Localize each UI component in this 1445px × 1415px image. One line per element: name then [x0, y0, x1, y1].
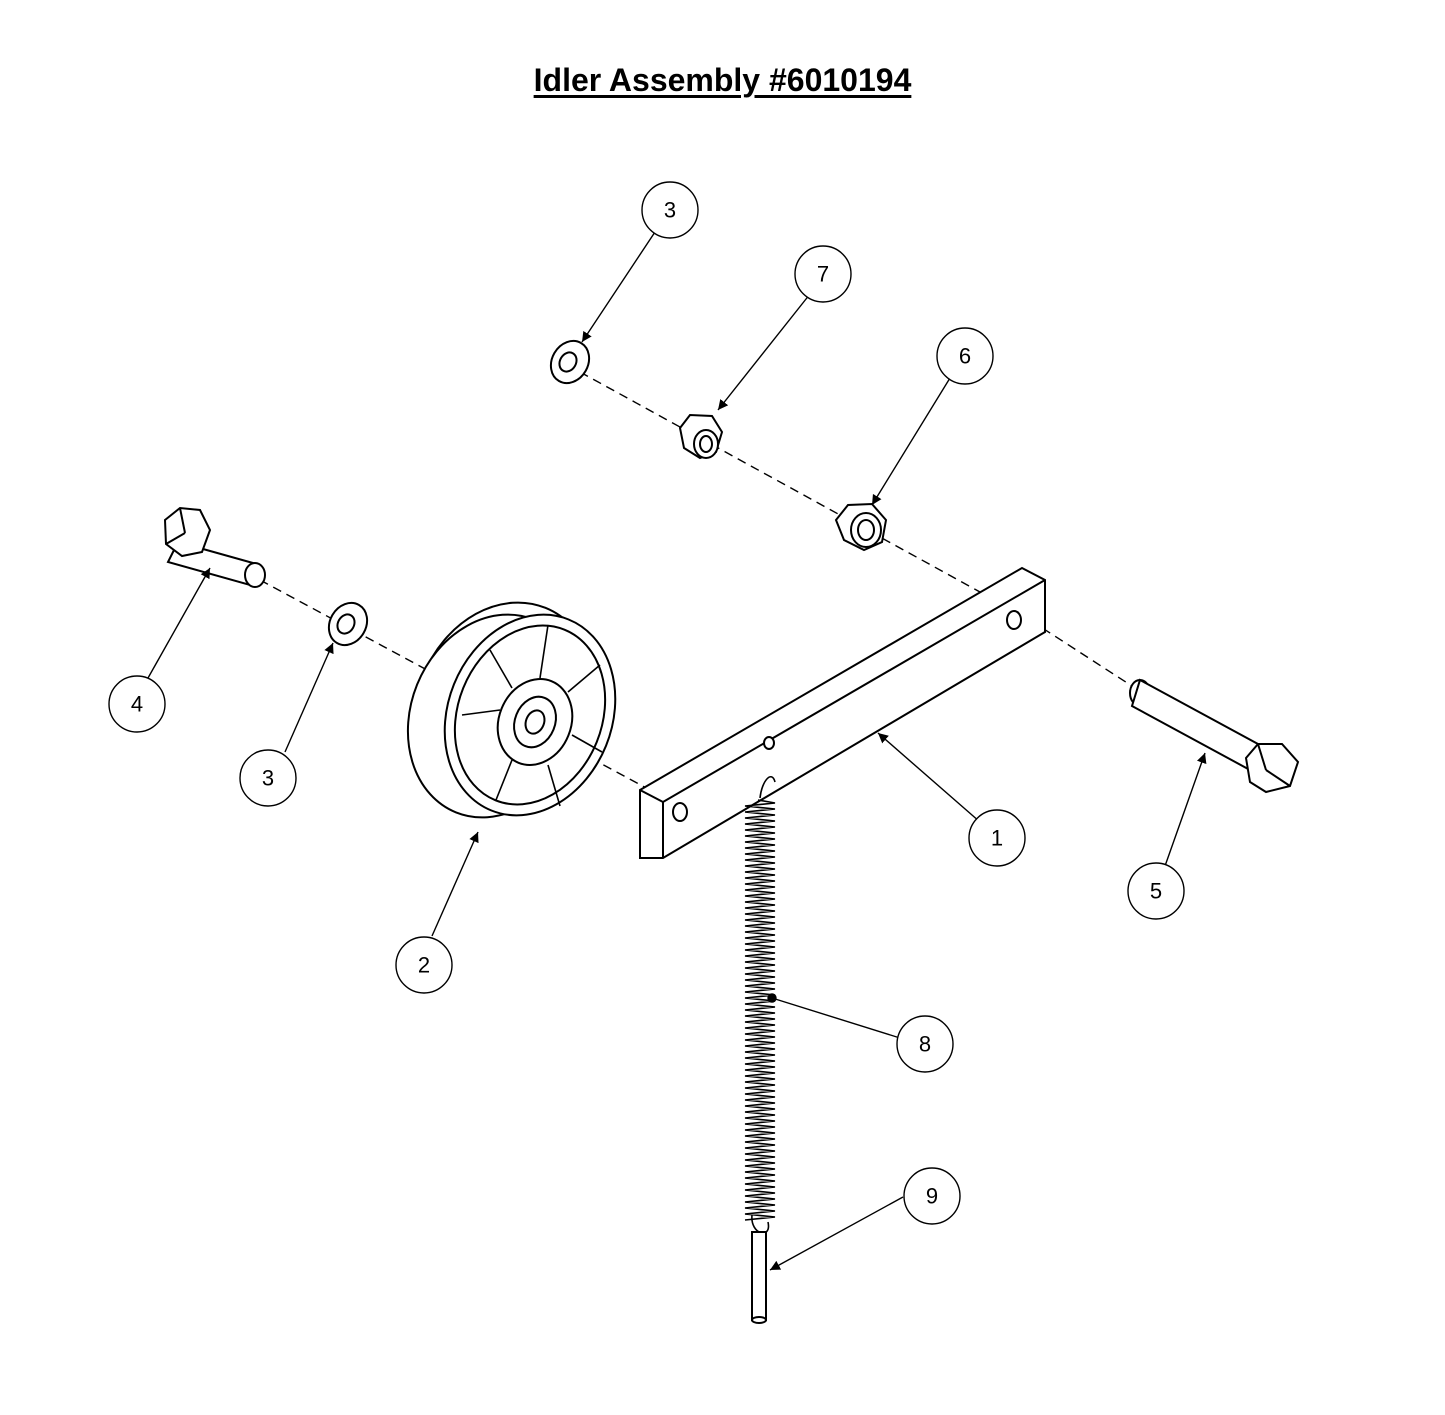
nut-6-part: [834, 502, 888, 552]
nut-7-part: [678, 413, 724, 460]
balloon-6: [936, 327, 994, 385]
balloon-8: [896, 1015, 954, 1073]
leader-lines: [147, 231, 1207, 1271]
balloon-2: [395, 936, 453, 994]
balloon-7: [794, 245, 852, 303]
washer-bottom-part: [327, 601, 369, 647]
page-title: Idler Assembly #6010194: [533, 62, 912, 98]
bolt-4-part: [163, 506, 266, 588]
balloon-1: [968, 809, 1026, 867]
balloon-label: 3: [262, 766, 274, 791]
pulley-part: [406, 601, 617, 819]
leader-3-top: [581, 231, 656, 343]
anchor-rod-part: [751, 1231, 767, 1324]
balloon-4: [108, 675, 166, 733]
balloon-9: [903, 1167, 961, 1225]
leader-5: [1164, 752, 1207, 867]
idler-arm-part: [639, 566, 1046, 859]
spring-part: [744, 776, 776, 1234]
leader-8: [767, 993, 901, 1039]
leader-6: [871, 377, 951, 506]
leader-7: [717, 293, 811, 411]
leader-2: [431, 831, 479, 937]
balloon-5: [1127, 862, 1185, 920]
balloon-label: 6: [959, 344, 971, 369]
balloon-label: 9: [926, 1184, 938, 1209]
leader-1: [877, 732, 981, 823]
balloon-3-top: [641, 181, 699, 239]
balloon-3-bottom: [239, 749, 297, 807]
balloon-label: 4: [131, 692, 143, 717]
bolt-5-part: [1129, 678, 1300, 794]
balloon-label: 2: [418, 953, 430, 978]
balloon-label: 1: [991, 826, 1003, 851]
balloon-label: 3: [664, 198, 676, 223]
leader-9: [769, 1196, 904, 1271]
balloon-label: 8: [919, 1032, 931, 1057]
centerlines: [259, 371, 1136, 791]
balloon-label: 7: [817, 262, 829, 287]
leader-4: [147, 567, 211, 679]
leader-3-bottom: [284, 642, 334, 753]
washer-top-part: [549, 339, 591, 385]
balloon-label: 5: [1150, 879, 1162, 904]
